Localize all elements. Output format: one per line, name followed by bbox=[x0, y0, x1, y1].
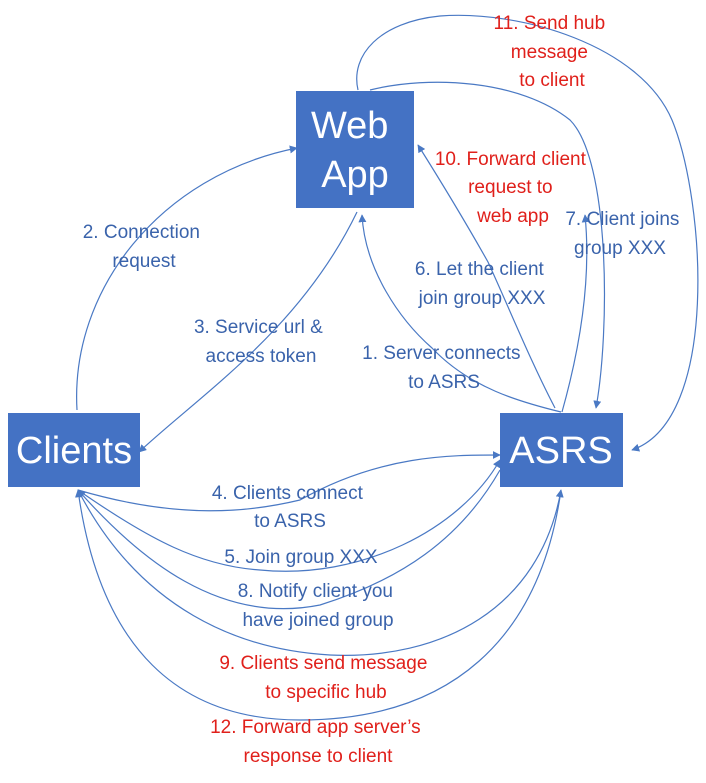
label-step-8: 8. Notify client you have joined group bbox=[238, 581, 399, 631]
label-step-11: 11. Send hub message to client bbox=[494, 13, 611, 91]
label-step-5: 5. Join group XXX bbox=[224, 547, 377, 568]
node-clients-label: Clients bbox=[16, 430, 132, 472]
edge-4-clients-connect bbox=[77, 451, 501, 512]
label-step-9: 9. Clients send message to specific hub bbox=[219, 653, 432, 703]
node-asrs-label: ASRS bbox=[509, 430, 612, 472]
edge-1-server-connects bbox=[358, 214, 562, 413]
label-step-7: 7. Client joins group XXX bbox=[565, 209, 684, 259]
edge-12-forward-response bbox=[75, 489, 562, 721]
node-web-app-label: Web App bbox=[311, 105, 399, 196]
edge-6-let-client-join bbox=[561, 214, 590, 413]
edge-3-service-url bbox=[138, 211, 358, 453]
edge-10-forward-request bbox=[417, 144, 556, 409]
label-step-6: 6. Let the client join group XXX bbox=[415, 259, 549, 309]
node-clients: Clients bbox=[8, 413, 140, 487]
node-web-app: Web App bbox=[296, 91, 414, 208]
label-step-4: 4. Clients connect to ASRS bbox=[212, 483, 368, 532]
edge-9-send-message bbox=[77, 489, 564, 656]
edge-2-connection-request bbox=[76, 145, 298, 411]
label-step-3: 3. Service url & access token bbox=[194, 317, 328, 367]
label-step-1: 1. Server connects to ASRS bbox=[362, 343, 526, 393]
node-asrs: ASRS bbox=[500, 413, 623, 487]
label-step-12: 12. Forward app server’s response to cli… bbox=[210, 717, 426, 767]
edge-labels: 11. Send hub message to client 10. Forwa… bbox=[83, 13, 684, 767]
edge-7-client-joins bbox=[369, 81, 606, 409]
label-step-10: 10. Forward client request to web app bbox=[435, 149, 591, 227]
edges bbox=[75, 14, 699, 721]
label-step-2: 2. Connection request bbox=[83, 222, 206, 272]
edge-8-notify-client bbox=[77, 469, 501, 610]
edge-11-send-hub-message bbox=[356, 14, 699, 452]
edge-5-join-group bbox=[77, 459, 501, 572]
